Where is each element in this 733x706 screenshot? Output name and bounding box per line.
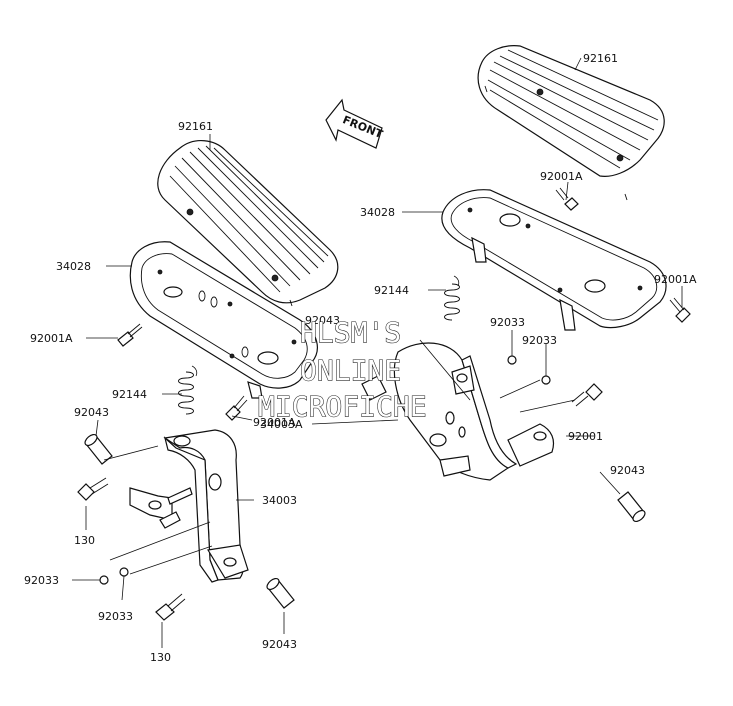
label-92043-left-top: 92043	[74, 406, 109, 419]
right-spring	[444, 275, 460, 321]
left-spring	[178, 365, 198, 415]
label-92001A-right-top: 92001A	[540, 170, 583, 183]
left-washer-1	[99, 575, 109, 585]
left-bracket	[129, 429, 249, 583]
label-92043-center: 92043	[305, 314, 340, 327]
label-92001A-right: 92001A	[654, 273, 697, 286]
left-bolt-bottom	[155, 593, 186, 621]
label-92144-right: 92144	[374, 284, 409, 297]
right-bolt	[571, 383, 603, 407]
label-92043-left-bottom: 92043	[262, 638, 297, 651]
left-screw-92001A	[117, 323, 143, 347]
left-bolt-top	[77, 477, 109, 501]
label-92144-left: 92144	[112, 388, 147, 401]
left-footboard-pad	[157, 140, 339, 307]
label-92043-right: 92043	[610, 464, 645, 477]
watermark-line2: ONLINE	[300, 354, 401, 387]
left-washer-2	[119, 567, 129, 577]
label-92033-left: 92033	[24, 574, 59, 587]
label-92033-r2: 92033	[522, 334, 557, 347]
right-washer-1	[507, 355, 517, 365]
right-bracket	[361, 342, 555, 481]
label-92001A-left2: 92001A	[253, 416, 296, 429]
right-footboard-base	[441, 189, 667, 331]
label-130-top: 130	[74, 534, 95, 547]
right-pin	[617, 491, 646, 523]
watermark-line1: HLSM'S	[300, 316, 401, 349]
label-34003: 34003	[262, 494, 297, 507]
left-footboard-base	[129, 241, 318, 399]
watermark: HLSM'S ONLINE MICROFICHE	[257, 315, 427, 423]
label-92033-r1: 92033	[490, 316, 525, 329]
right-footboard-pad	[477, 45, 665, 201]
label-92161-right: 92161	[583, 52, 618, 65]
right-washer-2	[541, 375, 551, 385]
left-screw-92001A-lower	[225, 395, 248, 421]
label-92001: 92001	[568, 430, 603, 443]
label-92161-left: 92161	[178, 120, 213, 133]
front-arrow: FRONT	[325, 98, 385, 149]
label-34003A: 34003A	[260, 418, 303, 431]
right-screw-92001A	[669, 297, 691, 323]
right-screw-92001A-top	[555, 187, 579, 211]
left-pin-bottom	[266, 577, 295, 609]
watermark-line3: MICROFICHE	[258, 390, 427, 423]
label-34028-right: 34028	[360, 206, 395, 219]
label-130-bottom: 130	[150, 651, 171, 664]
label-92033-left2: 92033	[98, 610, 133, 623]
leader-lines	[72, 57, 683, 648]
label-34028-left: 34028	[56, 260, 91, 273]
left-pin-top	[84, 433, 113, 465]
label-92001A-left: 92001A	[30, 332, 73, 345]
